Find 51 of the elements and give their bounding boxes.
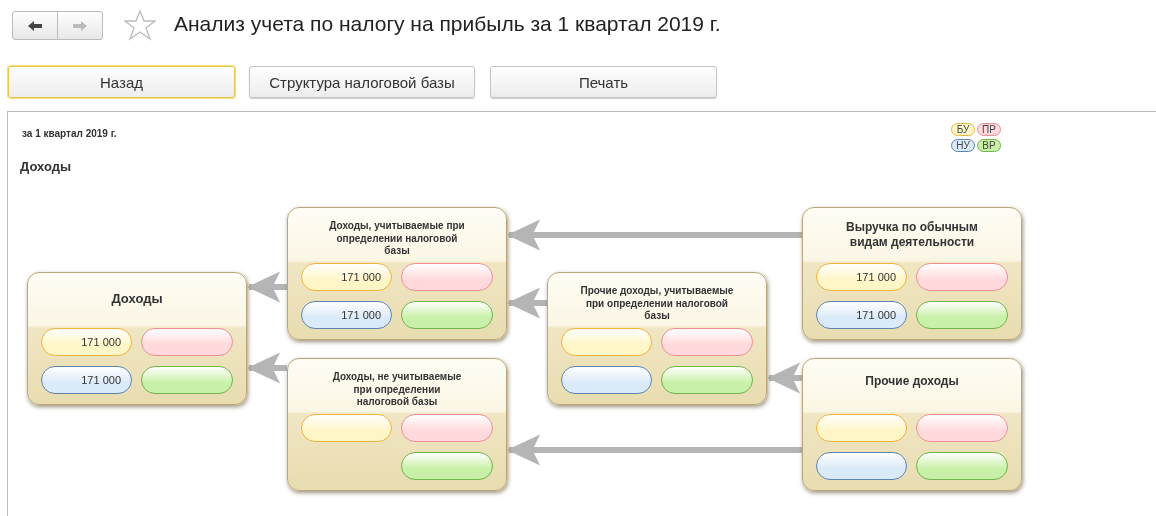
arrow (767, 362, 802, 394)
report-subtitle: за 1 квартал 2019 г. (22, 128, 117, 139)
section-heading: Доходы (20, 159, 72, 174)
empty-field (916, 301, 1008, 329)
card-title: Доходы, учитываемые при определении налоговой базы (328, 220, 466, 258)
legend-badge: ВР (977, 139, 1001, 152)
empty-field (401, 301, 493, 329)
card-panel (802, 358, 1022, 491)
card-title: Доходы, не учитываемые при определении налоговой базы (331, 371, 463, 409)
empty-field (816, 452, 907, 480)
empty-field (561, 328, 652, 356)
empty-field (916, 263, 1008, 291)
legend-badge: ПР (977, 123, 1001, 136)
empty-field (916, 452, 1008, 480)
arrow (247, 352, 287, 384)
legend-badge: НУ (951, 139, 975, 152)
value-field: 171 000 (41, 366, 132, 394)
arrow (247, 271, 287, 303)
empty-field (816, 414, 907, 442)
value-field: 171 000 (301, 263, 392, 291)
value-field: 171 000 (301, 301, 392, 329)
card-title: Доходы (110, 291, 164, 308)
card-panel (27, 272, 247, 405)
page-title: Анализ учета по налогу на прибыль за 1 квартал 2019 г. (174, 12, 721, 36)
empty-field (401, 452, 493, 480)
card-panel (287, 207, 507, 340)
tax-base-button: Структура налоговой базы (249, 66, 475, 98)
empty-field (916, 414, 1008, 442)
card-panel (802, 207, 1022, 340)
legend-badge: БУ (951, 123, 975, 136)
empty-field (401, 263, 493, 291)
empty-field (561, 366, 652, 394)
empty-field (141, 328, 233, 356)
arrow (507, 287, 547, 319)
value-field: 171 000 (816, 301, 907, 329)
card-title: Выручка по обычным видам деятельности (845, 220, 979, 250)
empty-field (401, 414, 493, 442)
card-title: Прочие доходы (864, 374, 960, 389)
empty-field (301, 414, 392, 442)
value-field: 171 000 (41, 328, 132, 356)
card-panel (287, 358, 507, 491)
arrow (507, 434, 802, 466)
card-title: Прочие доходы, учитываемые при определении налоговой базы (579, 285, 735, 323)
back-button: Назад (8, 66, 235, 98)
empty-field (141, 366, 233, 394)
value-field: 171 000 (816, 263, 907, 291)
print-button: Печать (490, 66, 717, 98)
arrow (507, 219, 802, 251)
empty-field (661, 328, 753, 356)
card-panel (547, 272, 767, 405)
empty-field (661, 366, 753, 394)
